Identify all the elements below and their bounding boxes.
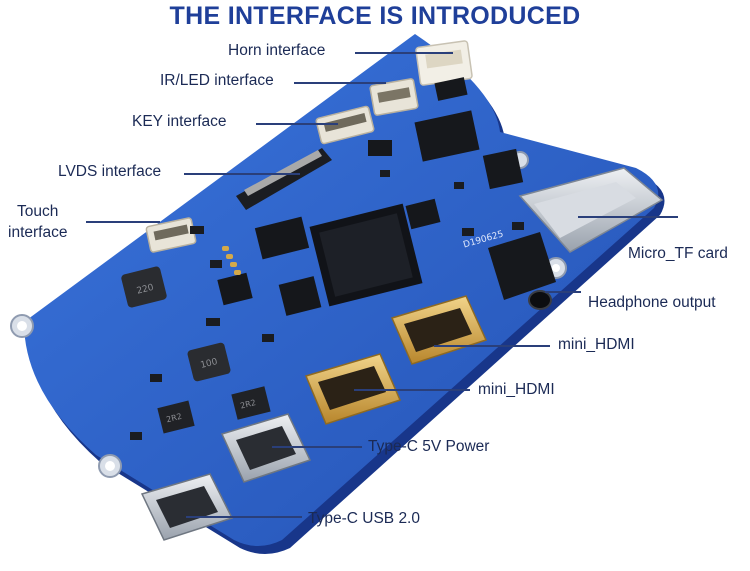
label-ir-led-interface: IR/LED interface: [160, 72, 274, 89]
typec-power-port: [220, 413, 312, 483]
ic-2r2-left: 2R2: [157, 400, 195, 434]
leader-horn: [355, 52, 453, 54]
ir-led-connector: [369, 78, 419, 116]
audio-ic: [217, 272, 253, 306]
bridge-ic: [405, 198, 441, 230]
label-typec-usb: Type-C USB 2.0: [308, 510, 420, 527]
passive-components: [130, 170, 524, 440]
leader-headphone: [545, 291, 581, 293]
main-soc: [309, 203, 423, 307]
mini-hdmi-upper: [390, 295, 488, 365]
ic-2r2-right: 2R2: [231, 386, 271, 420]
inductor-220: 220: [121, 266, 167, 308]
label-touch-interface: Touch interface: [8, 201, 67, 243]
leader-mini-hdmi-lower: [354, 389, 470, 391]
leader-touch: [86, 221, 160, 223]
inductor-mark-100: 100: [200, 357, 219, 371]
page-title: THE INTERFACE IS INTRODUCED: [169, 2, 581, 30]
inductor-mark-220: 220: [136, 283, 155, 297]
label-lvds-interface: LVDS interface: [58, 163, 162, 180]
label-touch-line2: interface: [8, 224, 68, 241]
leader-lvds: [184, 173, 300, 175]
leader-ir-led: [294, 82, 386, 84]
inductor-100: 100: [187, 342, 231, 382]
typec-usb-port: [140, 473, 234, 541]
leader-key: [256, 123, 338, 125]
memory-chip: [254, 216, 310, 260]
label-touch-line1: Touch: [17, 203, 59, 220]
leader-micro-tf: [578, 216, 678, 218]
power-ic: [278, 276, 322, 316]
micro-tf-slot: [518, 167, 664, 253]
touch-connector: [145, 217, 197, 253]
label-typec-power: Type-C 5V Power: [368, 438, 490, 455]
mini-hdmi-lower: [304, 353, 402, 425]
headphone-jack: [488, 232, 556, 310]
ic-mark-2r2-right: 2R2: [239, 398, 256, 411]
key-connector: [315, 105, 375, 145]
label-mini-hdmi-upper: mini_HDMI: [558, 336, 635, 353]
label-key-interface: KEY interface: [132, 113, 227, 130]
leader-typec-usb: [186, 516, 302, 518]
label-micro-tf-card: Micro_TF card: [628, 245, 728, 262]
upper-chips: [368, 77, 524, 190]
leader-mini-hdmi-upper: [434, 345, 550, 347]
ic-mark-2r2-left: 2R2: [165, 412, 182, 425]
gold-pad-strip: [222, 246, 241, 275]
label-horn-interface: Horn interface: [228, 42, 326, 59]
leader-typec-power: [272, 446, 362, 448]
label-mini-hdmi-lower: mini_HDMI: [478, 381, 555, 398]
label-headphone-output: Headphone output: [588, 294, 716, 311]
